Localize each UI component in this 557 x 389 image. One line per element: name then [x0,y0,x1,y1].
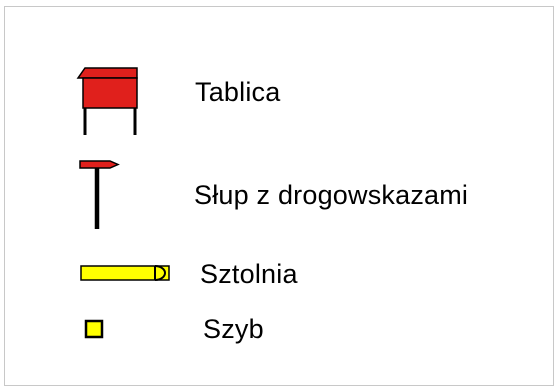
legend-label-szyb: Szyb [203,314,264,344]
legend-label-tablica: Tablica [195,77,281,107]
shaft-icon [84,319,104,339]
notice-board-icon [76,67,138,135]
legend-label-slup: Słup z drogowskazami [194,180,469,210]
signpost-icon [79,160,120,229]
legend-label-sztolnia: Sztolnia [200,259,298,289]
adit-icon [80,265,170,281]
